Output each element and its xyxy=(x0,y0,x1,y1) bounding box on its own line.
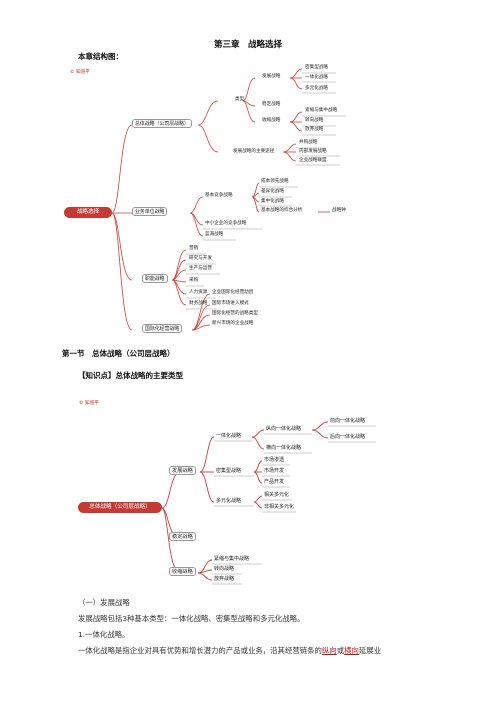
node-shrink-item: 紧缩与集中战略 xyxy=(214,556,250,562)
node-dev-item: 多元化战略 xyxy=(305,86,328,91)
branch-business-unit: 业务单位战略 xyxy=(132,207,168,216)
node-func-item: 采购 xyxy=(189,278,199,283)
node-vertical-item: 前向一体化战略 xyxy=(330,418,366,424)
node-intensive-item: 市场开发 xyxy=(264,468,285,474)
node-combo-analysis: 基本战略的综合分析 xyxy=(261,208,303,213)
node-horizontal: 横向一体化战略 xyxy=(266,445,302,451)
node-basic-competition: 基本竞争战略 xyxy=(205,193,233,198)
paragraph-text: 发展战略包括3种基本类型：一体化战略、密集型战略和多元化战略。 xyxy=(78,614,305,623)
node-intensive-item: 产品开发 xyxy=(264,479,285,485)
paragraph-text-mid: 或 xyxy=(336,646,345,655)
node-func-item: 营销 xyxy=(189,246,199,251)
brand-logo: © 知道平 xyxy=(70,70,90,75)
node-dev-path: 发展战略的主要途径 xyxy=(233,149,275,154)
node-path-item: 企业战略联盟 xyxy=(299,158,327,163)
mind-map-root: 总体战略（公司层战略） xyxy=(78,502,162,513)
node-path-item: 并购战略 xyxy=(299,140,318,145)
section-title: 第一节 总体战略（公司层战略） xyxy=(62,349,175,358)
node-strategy-clock: 战略钟 xyxy=(332,208,346,213)
node-shrink-item: 转向战略 xyxy=(214,566,235,572)
node-development: 发展战略 xyxy=(262,74,281,79)
node-intensive-item: 市场渗透 xyxy=(264,457,285,463)
node-stable: 稳定战略 xyxy=(262,102,281,107)
node-basic-item: 成本领先战略 xyxy=(261,179,289,184)
node-vertical: 纵向一体化战略 xyxy=(266,426,302,432)
paragraph-heading: （一）发展战略 xyxy=(78,598,130,607)
node-shrink-item: 放弃战略 xyxy=(305,127,324,132)
chapter-title: 第三章 战略选择 xyxy=(213,40,282,50)
node-integration: 一体化战略 xyxy=(216,433,242,439)
paragraph-text-start: 一体化战略是指企业对具有优势和增长潜力的产品或业务，沿其经营链条的 xyxy=(78,646,322,655)
node-blue-ocean: 蓝海战略 xyxy=(205,232,224,237)
branch-stable: 稳定战略 xyxy=(169,532,196,541)
paragraph-text: 一体化战略是指企业对具有优势和增长潜力的产品或业务，沿其经营链条的纵向或横向延展… xyxy=(78,645,381,656)
branch-overall-strategy: 总体战略（公司层战略） xyxy=(132,119,192,128)
node-intl-item: 新兴市场的企业战略 xyxy=(212,321,254,326)
brand-logo: © 知道平 xyxy=(79,401,99,406)
node-shrink: 收缩战略 xyxy=(262,118,281,123)
node-basic-item: 集中化战略 xyxy=(261,199,284,204)
node-shrink-item: 转向战略 xyxy=(305,118,324,123)
node-func-item: 生产与运营 xyxy=(189,266,212,271)
highlight-horizontal: 横向 xyxy=(344,646,359,655)
node-intl-item: 国际市场进入模式 xyxy=(212,301,249,306)
node-func-item: 人力资源 xyxy=(189,290,208,295)
node-func-item: 研究与开发 xyxy=(189,256,212,261)
highlight-vertical: 纵向 xyxy=(321,646,337,655)
node-vertical-item: 后向一体化战略 xyxy=(330,434,366,440)
structure-label: 本章结构图： xyxy=(78,52,123,61)
node-intensive: 密集型战略 xyxy=(216,468,242,474)
branch-shrink: 收缩战略 xyxy=(169,567,196,576)
paragraph-text-end: 延展业 xyxy=(358,646,382,655)
node-dev-item: 一体化战略 xyxy=(305,75,328,80)
node-intl-item: 企业国际化经营动因 xyxy=(212,290,254,295)
node-dev-item: 密集型战略 xyxy=(305,65,328,70)
node-shrink-item: 紧缩与集中战略 xyxy=(305,108,338,113)
node-path-item: 内部发展战略 xyxy=(299,149,327,154)
branch-development: 发展战略 xyxy=(169,466,196,475)
mind-map-root: 战略选择 xyxy=(64,207,112,218)
branch-international: 国际化经营战略 xyxy=(142,324,183,333)
node-sme: 中小企业的竞争战略 xyxy=(205,221,247,226)
node-intl-item: 国际化经营的战略类型 xyxy=(212,311,258,316)
node-type: 类型 xyxy=(235,97,245,102)
node-diversify-item: 非相关多元化 xyxy=(264,504,295,510)
knowledge-point-heading: 【知识点】总体战略的主要类型 xyxy=(78,371,183,380)
node-func-item: 财务战略 xyxy=(189,301,208,306)
node-shrink-item: 放弃战略 xyxy=(214,576,235,582)
node-diversify: 多元化战略 xyxy=(216,498,242,504)
paragraph-text: 1.一体化战略。 xyxy=(78,630,130,639)
node-basic-item: 差异化战略 xyxy=(261,189,284,194)
node-diversify-item: 相关多元化 xyxy=(264,492,290,498)
branch-functional: 职能战略 xyxy=(142,274,168,283)
